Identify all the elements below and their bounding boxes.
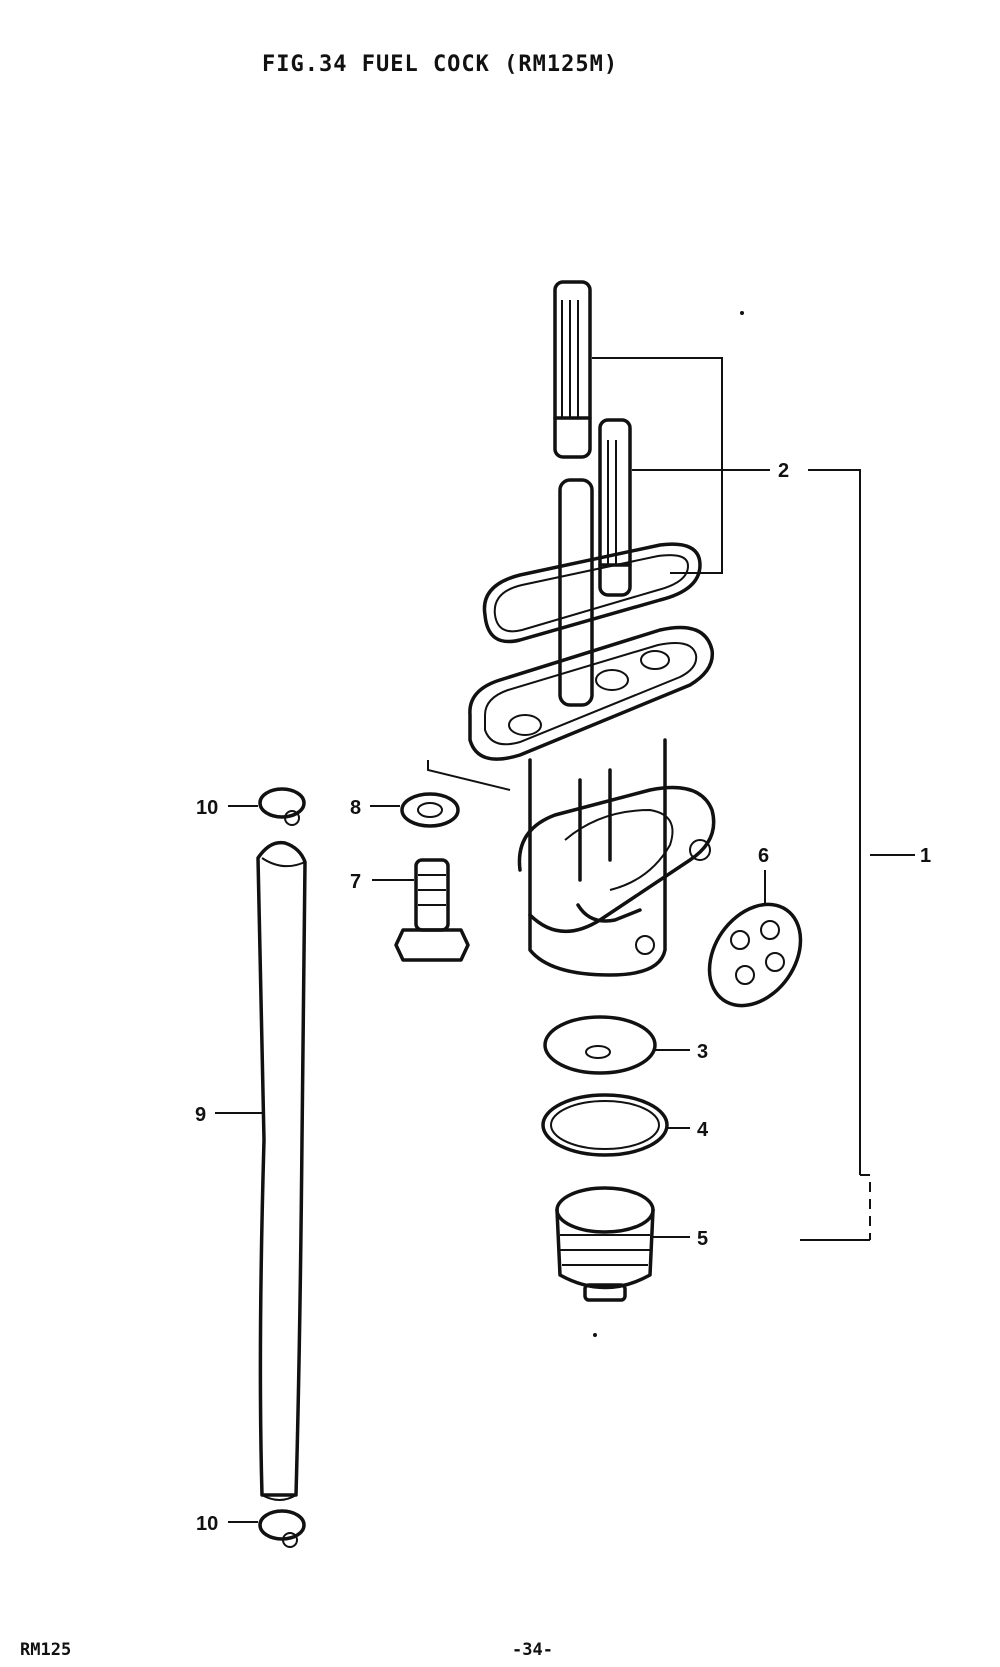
callout-1: 1 (920, 845, 931, 867)
clamp-part-10-top (258, 787, 306, 826)
washer-part-8 (400, 792, 460, 828)
callout-5: 5 (697, 1228, 708, 1250)
callout-7: 7 (350, 871, 361, 893)
fuel-cock-body (468, 625, 716, 977)
footer-model: RM125 (20, 1640, 72, 1660)
callout-9: 9 (195, 1104, 206, 1126)
gasket (482, 542, 702, 644)
o-ring-part-4 (541, 1093, 669, 1157)
callout-6: 6 (758, 845, 769, 867)
callout-10-bottom: 10 (196, 1513, 218, 1535)
bolt-part-7 (394, 858, 470, 962)
screw-part-2 (553, 280, 632, 707)
callout-4: 4 (697, 1119, 709, 1141)
callout-3: 3 (697, 1041, 708, 1063)
leader-lines (215, 357, 915, 1523)
callout-10-top: 10 (196, 797, 218, 819)
callout-2: 2 (778, 460, 789, 482)
filter-part-6 (707, 902, 803, 1008)
hose-part-9 (256, 840, 307, 1501)
figure-title: FIG.34 FUEL COCK (RM125M) (262, 52, 619, 77)
diaphragm-part-3 (543, 1015, 657, 1075)
page-number: -34- (512, 1640, 553, 1660)
speck (593, 1333, 597, 1337)
callout-8: 8 (350, 797, 361, 819)
cup-part-5 (555, 1186, 655, 1302)
speck (740, 311, 744, 315)
callout-labels: 1 2 3 4 5 6 7 8 9 10 10 (195, 460, 931, 1535)
clamp-part-10-bottom (258, 1509, 306, 1548)
